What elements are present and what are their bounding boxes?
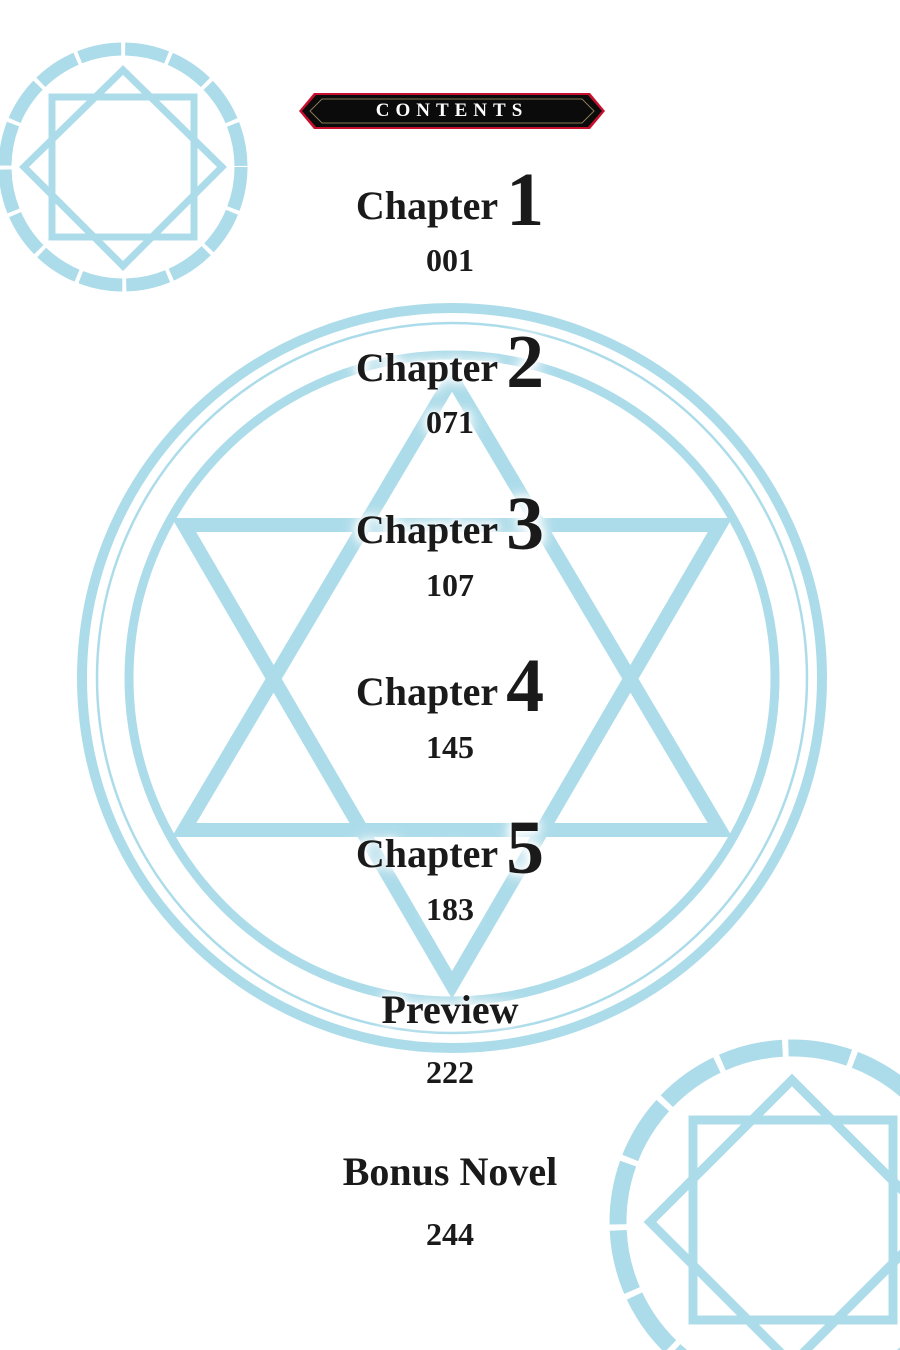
chapter-number: 2 bbox=[506, 320, 545, 404]
toc-page-number: 145 bbox=[426, 729, 474, 765]
chapter-number: 1 bbox=[506, 158, 545, 242]
chapter-number: 4 bbox=[506, 644, 545, 728]
toc-entry-bonus-novel[interactable]: Bonus Novel bbox=[342, 1149, 558, 1194]
chapter-label: Chapter bbox=[355, 183, 499, 228]
toc-page-number: 183 bbox=[426, 891, 474, 927]
chapter-label: Chapter bbox=[355, 507, 499, 552]
bottom-right-emblem bbox=[609, 1039, 900, 1350]
toc-page-number: 071 bbox=[426, 404, 474, 440]
contents-heading: CONTENTS bbox=[375, 100, 529, 121]
contents-banner bbox=[299, 93, 605, 129]
top-left-emblem bbox=[0, 42, 248, 292]
toc-page-number: 222 bbox=[426, 1054, 474, 1090]
toc-page-number: 107 bbox=[426, 567, 474, 603]
hexagram-circle bbox=[77, 303, 827, 1053]
toc-page-number: 244 bbox=[426, 1216, 474, 1252]
chapter-number: 3 bbox=[506, 482, 545, 566]
chapter-label: Chapter bbox=[355, 831, 499, 876]
toc-page-number: 001 bbox=[426, 242, 474, 278]
toc-entry-preview[interactable]: Preview bbox=[381, 987, 519, 1032]
chapter-label: Chapter bbox=[355, 669, 499, 714]
chapter-number: 5 bbox=[506, 806, 545, 890]
chapter-label: Chapter bbox=[355, 345, 499, 390]
